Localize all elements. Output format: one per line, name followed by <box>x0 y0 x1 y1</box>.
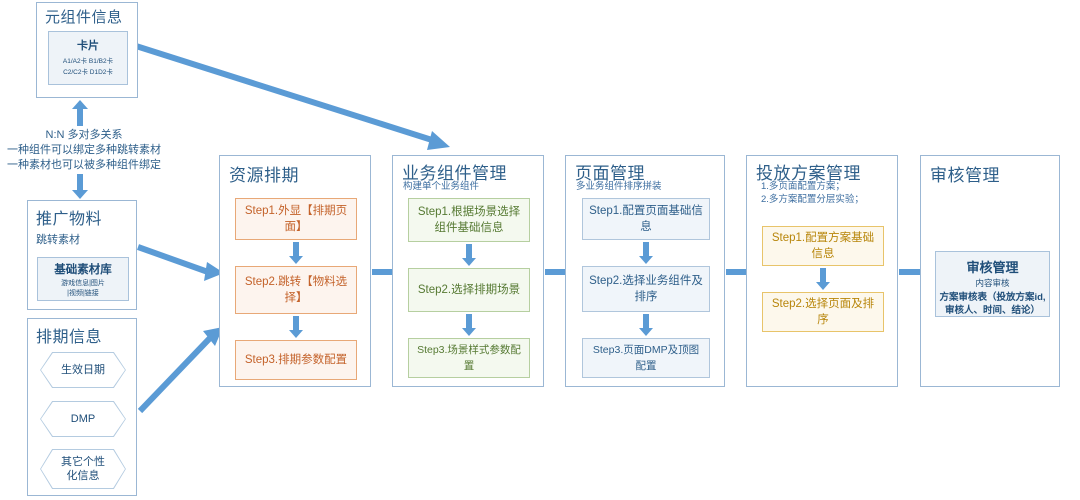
column-delivery-plan-subtitle-2: 2.多方案配置分层实验； <box>761 194 864 205</box>
step-box-business-2-label: Step2.选择排期场景 <box>417 284 521 296</box>
hex-other-personalized-info[interactable]: 其它个性 化信息 <box>40 449 126 489</box>
step-box-resource-1[interactable]: Step1.外显【排期页面】 <box>235 198 357 240</box>
step-box-business-1-label: Step1.根据场景选择组件基础信息 <box>417 206 521 234</box>
arrow-business-2-to-3 <box>462 314 476 336</box>
step-box-page-1-label: Step1.配置页面基础信息 <box>589 205 703 233</box>
panel-promo-material-subtitle: 跳转素材 <box>36 234 80 246</box>
hex-other-personalized-info-label: 其它个性 化信息 <box>61 456 105 482</box>
column-business-component-title: 业务组件管理 <box>402 164 507 183</box>
column-delivery-plan-title: 投放方案管理 <box>756 164 861 183</box>
step-box-business-2[interactable]: Step2.选择排期场景 <box>408 268 530 312</box>
arrow-up-to-meta-component <box>72 100 88 126</box>
column-business-component[interactable]: 业务组件管理 构建单个业务组件 Step1.根据场景选择组件基础信息 Step2… <box>392 155 544 387</box>
step-box-page-1[interactable]: Step1.配置页面基础信息 <box>582 198 710 240</box>
arrow-plan-1-to-2 <box>816 268 830 290</box>
hex-effective-date-label: 生效日期 <box>61 364 105 376</box>
column-page-mgmt-subtitle: 多业务组件排序拼装 <box>576 181 662 192</box>
card-audit-summary[interactable]: 审核管理 内容审核 方案审核表（投放方案id,审核人、时间、结论） <box>935 251 1050 317</box>
step-box-plan-2-label: Step2.选择页面及排序 <box>771 298 875 326</box>
step-box-page-2[interactable]: Step2.选择业务组件及排序 <box>582 266 710 312</box>
hex-effective-date[interactable]: 生效日期 <box>40 352 126 388</box>
arrow-resource-2-to-3 <box>289 316 303 338</box>
step-box-page-2-label: Step2.选择业务组件及排序 <box>589 275 703 303</box>
panel-meta-component-title: 元组件信息 <box>45 9 123 26</box>
relation-note-line2: 一种组件可以绑定多种跳转素材 <box>7 144 161 156</box>
relation-note-line1: N:N 多对多关系 <box>45 129 123 141</box>
card-base-material-library[interactable]: 基础素材库 游戏信息|图片 |视频|链接 <box>37 257 129 301</box>
panel-schedule-info-title: 排期信息 <box>36 329 103 346</box>
step-box-plan-2[interactable]: Step2.选择页面及排序 <box>762 292 884 332</box>
column-page-mgmt-title: 页面管理 <box>575 164 645 183</box>
card-audit-summary-line1: 内容审核 <box>975 278 1010 288</box>
step-box-business-1[interactable]: Step1.根据场景选择组件基础信息 <box>408 198 530 242</box>
step-box-business-3[interactable]: Step3.场景样式参数配置 <box>408 338 530 378</box>
card-component-line1: A1/A2卡 B1/B2卡 <box>62 58 114 65</box>
panel-promo-material-title: 推广物料 <box>36 211 103 228</box>
card-base-material-line2: |视频|链接 <box>67 290 99 297</box>
panel-meta-component[interactable]: 元组件信息 卡片 A1/A2卡 B1/B2卡 C2/C2卡 D1D2卡 <box>36 2 138 98</box>
arrow-resource-1-to-2 <box>289 242 303 264</box>
step-box-resource-2-label: Step2.跳转【物料选择】 <box>244 276 348 304</box>
relation-note-line3: 一种素材也可以被多种组件绑定 <box>7 159 161 171</box>
step-box-resource-2[interactable]: Step2.跳转【物料选择】 <box>235 266 357 314</box>
relation-note: N:N 多对多关系 一种组件可以绑定多种跳转素材 一种素材也可以被多种组件绑定 <box>0 128 168 173</box>
column-audit-mgmt[interactable]: 审核管理 审核管理 内容审核 方案审核表（投放方案id,审核人、时间、结论） <box>920 155 1060 387</box>
step-box-plan-1-label: Step1.配置方案基础信息 <box>771 232 875 260</box>
step-box-resource-3-label: Step3.排期参数配置 <box>244 354 348 366</box>
column-delivery-plan-subtitle-1: 1.多页面配置方案； <box>761 181 845 192</box>
step-box-resource-3[interactable]: Step3.排期参数配置 <box>235 340 357 380</box>
column-resource-schedule[interactable]: 资源排期 Step1.外显【排期页面】 Step2.跳转【物料选择】 Step3… <box>219 155 371 387</box>
arrow-down-to-promo-material <box>72 174 88 199</box>
panel-promo-material[interactable]: 推广物料 跳转素材 基础素材库 游戏信息|图片 |视频|链接 <box>27 200 137 310</box>
step-box-business-3-label: Step3.场景样式参数配置 <box>417 344 521 372</box>
card-audit-summary-line2: 方案审核表（投放方案id,审核人、时间、结论） <box>939 292 1046 316</box>
step-box-page-3-label: Step3.页面DMP及顶图配置 <box>592 344 700 372</box>
card-component[interactable]: 卡片 A1/A2卡 B1/B2卡 C2/C2卡 D1D2卡 <box>48 31 128 85</box>
column-audit-mgmt-title: 审核管理 <box>930 166 1000 185</box>
arrow-page-1-to-2 <box>639 242 653 264</box>
step-box-plan-1[interactable]: Step1.配置方案基础信息 <box>762 226 884 266</box>
hex-dmp-label: DMP <box>70 413 96 425</box>
step-box-page-3[interactable]: Step3.页面DMP及顶图配置 <box>582 338 710 378</box>
panel-schedule-info[interactable]: 排期信息 生效日期 DMP 其它个性 化信息 <box>27 318 137 496</box>
column-page-mgmt[interactable]: 页面管理 多业务组件排序拼装 Step1.配置页面基础信息 Step2.选择业务… <box>565 155 725 387</box>
step-box-resource-1-label: Step1.外显【排期页面】 <box>244 205 348 233</box>
card-component-line2: C2/C2卡 D1D2卡 <box>63 69 113 76</box>
card-audit-summary-name: 审核管理 <box>966 260 1019 275</box>
card-base-material-line1: 游戏信息|图片 <box>61 280 105 287</box>
card-component-name: 卡片 <box>77 40 99 52</box>
hex-dmp[interactable]: DMP <box>40 401 126 437</box>
column-resource-schedule-title: 资源排期 <box>229 166 299 185</box>
arrow-page-2-to-3 <box>639 314 653 336</box>
arrow-business-1-to-2 <box>462 244 476 266</box>
column-business-component-subtitle: 构建单个业务组件 <box>403 181 480 192</box>
column-delivery-plan[interactable]: 投放方案管理 1.多页面配置方案； 2.多方案配置分层实验； Step1.配置方… <box>746 155 898 387</box>
card-base-material-name: 基础素材库 <box>54 264 112 276</box>
